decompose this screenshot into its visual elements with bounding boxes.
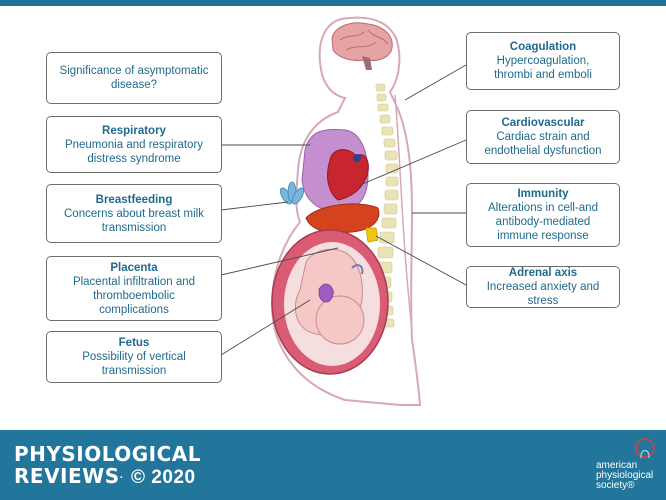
asymptomatic-text: Significance of asymptomatic disease? xyxy=(60,64,209,92)
placenta-title: Placenta xyxy=(110,261,157,275)
coagulation-title: Coagulation xyxy=(510,40,576,54)
info-box-breastfeeding: Breastfeeding Concerns about breast milk… xyxy=(46,184,222,243)
adrenal-illustration xyxy=(366,228,378,242)
info-box-fetus: Fetus Possibility of vertical transmissi… xyxy=(46,331,222,383)
info-box-immunity: Immunity Alterations in cell-and antibod… xyxy=(466,183,620,247)
info-box-coagulation: Coagulation Hypercoagulation, thrombi an… xyxy=(466,32,620,90)
respiratory-text: Pneumonia and respiratory distress syndr… xyxy=(65,138,203,166)
respiratory-title: Respiratory xyxy=(102,124,166,138)
immunity-title: Immunity xyxy=(517,187,568,201)
breastfeeding-title: Breastfeeding xyxy=(96,193,173,207)
copyright-year: © 2020 xyxy=(131,467,196,488)
registered-mark: . xyxy=(120,471,124,481)
immunity-text: Alterations in cell-and antibody-mediate… xyxy=(488,201,598,243)
info-box-adrenal: Adrenal axis Increased anxiety and stres… xyxy=(466,266,620,308)
society-name: american physiological society® xyxy=(596,461,653,491)
placenta-text: Placental infiltration and thromboemboli… xyxy=(73,275,195,317)
heart-vessel xyxy=(353,154,361,162)
breastfeeding-text: Concerns about breast milk transmission xyxy=(64,207,204,235)
info-box-placenta: Placenta Placental infiltration and thro… xyxy=(46,256,222,321)
aps-logo-icon xyxy=(632,436,658,462)
journal-name-line1: PHYSIOLOGICAL xyxy=(14,443,201,465)
cardiovascular-text: Cardiac strain and endothelial dysfuncti… xyxy=(485,130,602,158)
journal-name-reviews: REVIEWS xyxy=(14,464,120,488)
fetus-title: Fetus xyxy=(119,336,150,350)
info-box-cardiovascular: Cardiovascular Cardiac strain and endoth… xyxy=(466,110,620,164)
cardiovascular-title: Cardiovascular xyxy=(501,116,584,130)
info-box-respiratory: Respiratory Pneumonia and respiratory di… xyxy=(46,116,222,173)
adrenal-text: Increased anxiety and stress xyxy=(473,280,613,308)
fetus-illustration xyxy=(295,249,364,344)
journal-name-line2: REVIEWS. © 2020 xyxy=(14,465,196,489)
coagulation-text: Hypercoagulation, thrombi and emboli xyxy=(494,54,592,82)
fetus-text: Possibility of vertical transmission xyxy=(82,350,186,378)
info-box-asymptomatic: Significance of asymptomatic disease? xyxy=(46,52,222,104)
adrenal-title: Adrenal axis xyxy=(509,266,577,280)
